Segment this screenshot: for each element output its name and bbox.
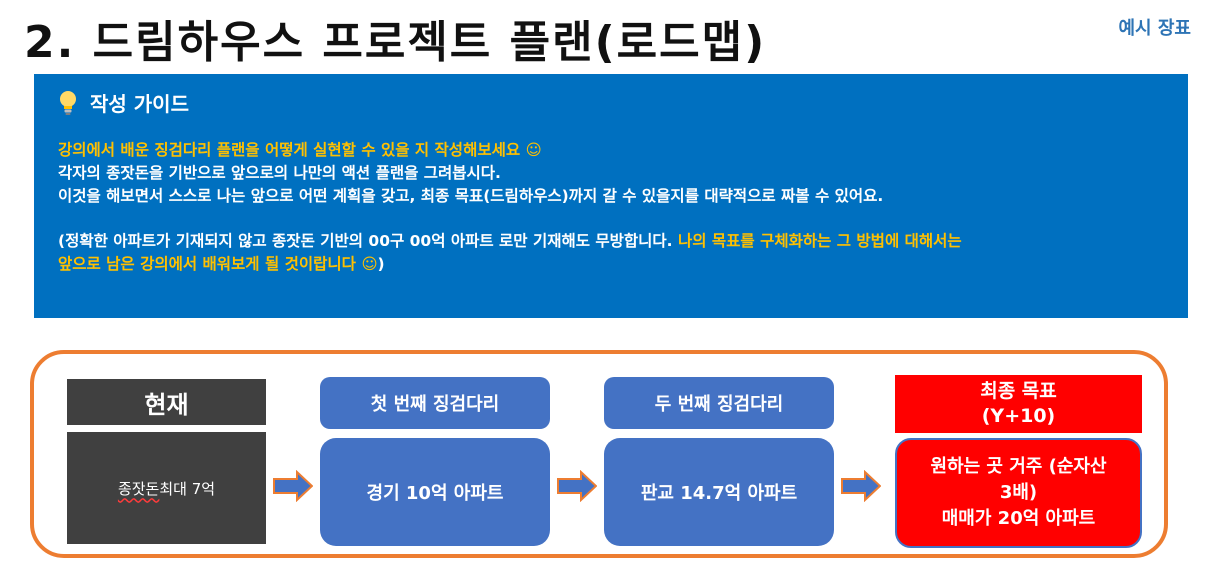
guide-line-5-yellow: 앞으로 남은 강의에서 배워보게 될 것이랍니다 ☺ <box>58 255 378 273</box>
right-arrow-icon <box>841 470 881 502</box>
guide-line-5: 앞으로 남은 강의에서 배워보게 될 것이랍니다 ☺) <box>58 253 1164 276</box>
current-header: 현재 <box>67 379 266 425</box>
guide-line-1: 강의에서 배운 징검다리 플랜을 어떻게 실현할 수 있을 지 작성해보세요 ☺ <box>58 141 542 159</box>
goal-value-line-3: 매매가 20억 아파트 <box>941 508 1096 529</box>
current-value: 종잣돈 최대 7억 <box>67 432 266 544</box>
guide-heading-text: 작성 가이드 <box>90 92 189 116</box>
guide-line-4-yellow: 나의 목표를 구체화하는 그 방법에 대해서는 <box>672 232 962 250</box>
step1-value: 경기 10억 아파트 <box>320 438 550 546</box>
goal-value-line-2: 3배) <box>999 482 1038 503</box>
example-tag: 예시 장표 <box>1118 18 1191 39</box>
goal-value: 원하는 곳 거주 (순자산 3배) 매매가 20억 아파트 <box>895 438 1142 548</box>
goal-header-line-2: (Y+10) <box>981 405 1056 427</box>
guide-heading: 작성 가이드 <box>58 88 1164 117</box>
writing-guide-panel: 작성 가이드 강의에서 배운 징검다리 플랜을 어떻게 실현할 수 있을 지 작… <box>34 74 1188 318</box>
guide-line-4: (정확한 아파트가 기재되지 않고 종잣돈 기반의 00구 00억 아파트 로만… <box>58 230 1164 253</box>
lightbulb-icon <box>60 90 76 115</box>
step1-header: 첫 번째 징검다리 <box>320 377 550 429</box>
step2-value: 판교 14.7억 아파트 <box>604 438 834 546</box>
goal-header-line-1: 최종 목표 <box>980 380 1057 402</box>
step2-header: 두 번째 징검다리 <box>604 377 834 429</box>
right-arrow-icon <box>273 470 313 502</box>
right-arrow-icon <box>557 470 597 502</box>
goal-header: 최종 목표 (Y+10) <box>895 375 1142 433</box>
current-value-seed-money: 종잣돈 <box>117 479 160 498</box>
guide-line-4-white: (정확한 아파트가 기재되지 않고 종잣돈 기반의 00구 00억 아파트 로만… <box>58 232 673 250</box>
guide-line-2: 각자의 종잣돈을 기반으로 앞으로의 나만의 액션 플랜을 그려봅시다. <box>58 164 501 182</box>
roadmap-frame <box>30 350 1168 558</box>
guide-line-5-white: ) <box>377 255 385 273</box>
page-title: 2. 드림하우스 프로젝트 플랜(로드맵) <box>24 17 767 68</box>
guide-line-3: 이것을 해보면서 스스로 나는 앞으로 어떤 계획을 갖고, 최종 목표(드림하… <box>58 187 884 205</box>
goal-value-line-1: 원하는 곳 거주 (순자산 <box>930 456 1107 477</box>
current-value-rest: 최대 7억 <box>159 479 216 498</box>
